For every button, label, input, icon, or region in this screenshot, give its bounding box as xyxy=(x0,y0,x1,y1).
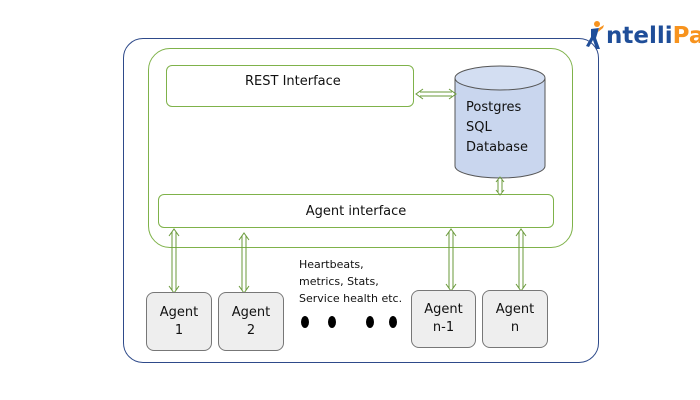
agent-box-n-1: Agent n-1 xyxy=(411,290,476,348)
database-label: Postgres SQL Database xyxy=(466,98,528,158)
server-frame xyxy=(148,48,573,248)
agent-box-1: Agent 1 xyxy=(146,292,212,351)
agent-2-line2: 2 xyxy=(246,322,256,338)
db-agentif-arrow xyxy=(495,176,505,196)
agent-n-1-line1: Agent xyxy=(424,302,463,317)
agent-1-line1: Agent xyxy=(159,304,199,320)
rest-interface-label: REST Interface xyxy=(245,74,341,89)
agent-box-2: Agent 2 xyxy=(218,292,284,351)
logo-text-part1: ntelli xyxy=(606,23,673,49)
database-cylinder xyxy=(454,65,546,179)
logo-text-part2: Paat xyxy=(672,23,700,49)
rest-db-arrow xyxy=(415,88,457,100)
agent-n-arrow xyxy=(515,228,527,292)
message-line1: Heartbeats, xyxy=(299,258,364,271)
database-label-line2: SQL xyxy=(466,120,492,135)
message-line2: metrics, Stats, xyxy=(299,275,379,288)
database-label-line1: Postgres xyxy=(466,100,522,115)
intellipaat-logo: ntelliPaat xyxy=(585,20,700,52)
rest-interface-box: REST Interface xyxy=(166,65,414,107)
agent-1-line2: 1 xyxy=(174,322,184,338)
agent-n-1-line2: n-1 xyxy=(432,320,455,335)
agent-n-line2: n xyxy=(510,320,520,335)
agent-box-n: Agent n xyxy=(482,290,548,348)
agent-interface-box: Agent interface xyxy=(158,194,554,228)
agent-n-1-arrow xyxy=(445,228,457,292)
agent-n-line1: Agent xyxy=(495,302,535,317)
message-line3: Service health etc. xyxy=(299,292,403,305)
agent2-arrow xyxy=(238,232,250,294)
message-annotation: Heartbeats, metrics, Stats, Service heal… xyxy=(299,256,402,307)
ellipsis-dots xyxy=(301,316,397,328)
agent-2-line1: Agent xyxy=(231,304,271,320)
agent1-arrow xyxy=(168,228,180,294)
database-label-line3: Database xyxy=(466,140,529,155)
outer-frame xyxy=(123,38,599,363)
agent-interface-label: Agent interface xyxy=(305,203,407,219)
